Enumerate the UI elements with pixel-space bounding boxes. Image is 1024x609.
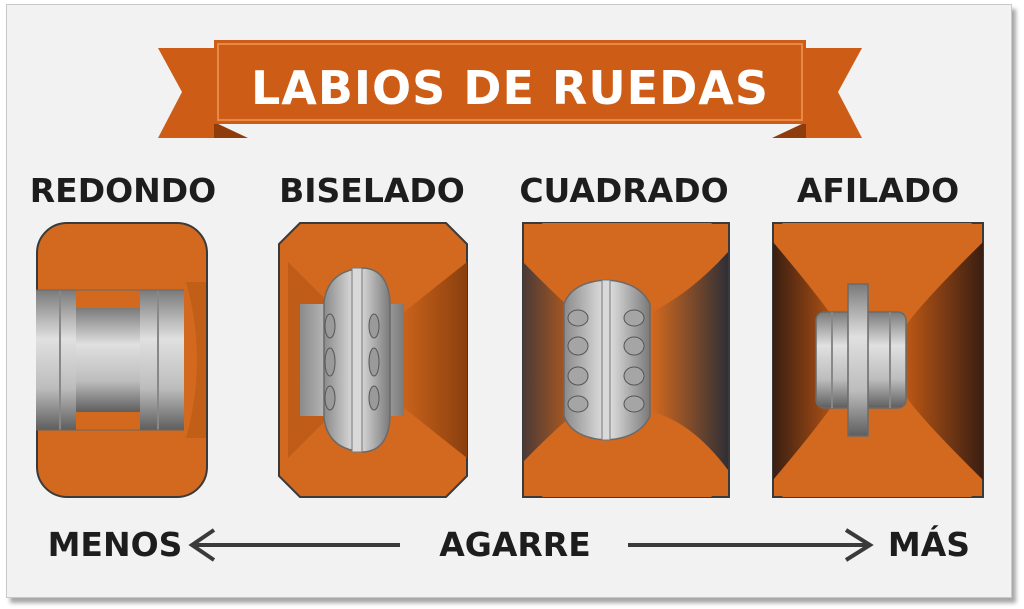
arrow-left-icon [188,528,400,562]
wheel-biselado [278,222,468,498]
title-banner: LABIOS DE RUEDAS [158,38,862,142]
label-cuadrado: CUADRADO [519,170,729,210]
wheel-cuadrado [522,222,730,498]
grip-more-label: MÁS [887,524,971,564]
label-afilado: AFILADO [796,170,960,210]
label-redondo: REDONDO [29,170,217,210]
grip-less-label: MENOS [47,524,183,564]
label-biselado: BISELADO [279,170,465,210]
arrow-right-icon [628,528,874,562]
page-title: LABIOS DE RUEDAS [250,61,770,115]
grip-label: AGARRE [439,524,591,564]
wheel-redondo [36,222,208,498]
wheel-afilado [772,222,984,498]
